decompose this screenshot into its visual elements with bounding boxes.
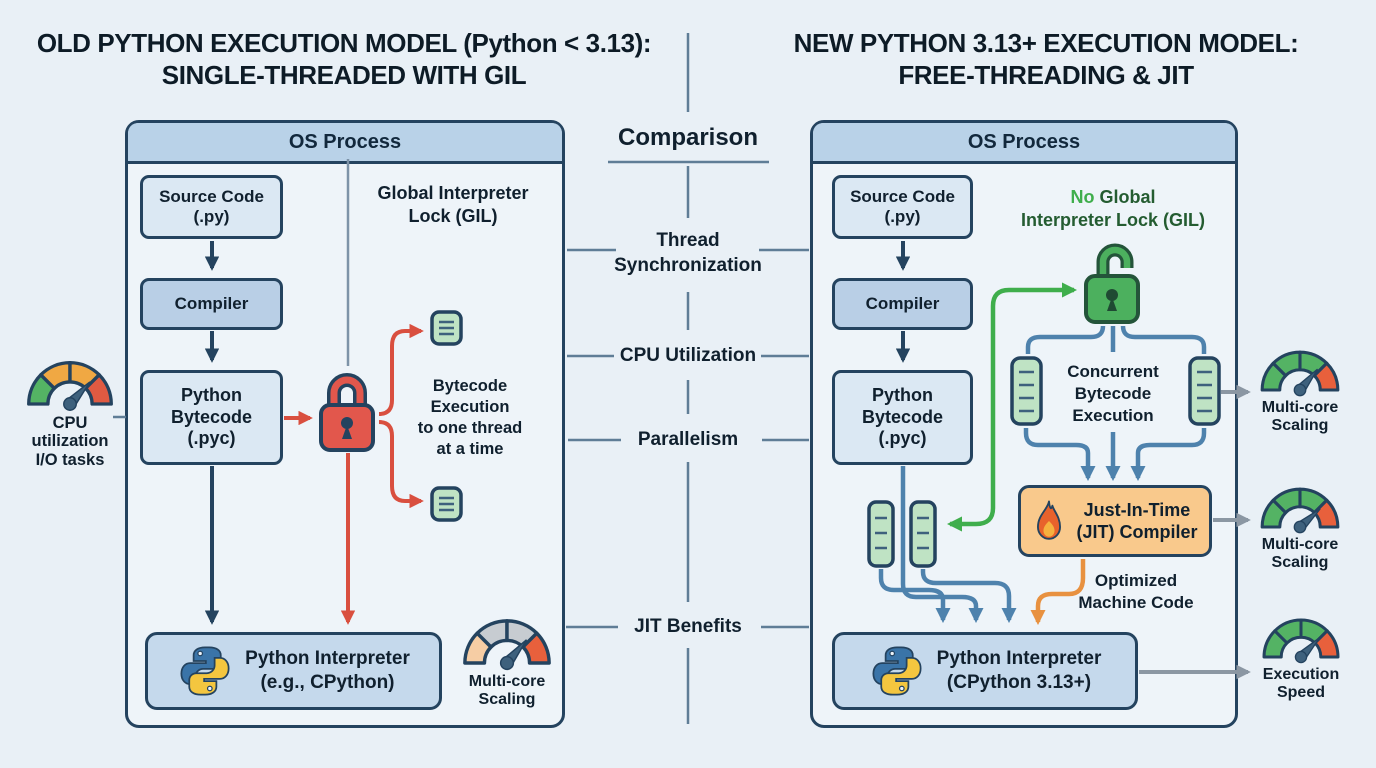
right-title: NEW PYTHON 3.13+ EXECUTION MODEL: FREE-T… xyxy=(766,28,1326,91)
gauge-dial xyxy=(1260,487,1340,534)
thread-icon xyxy=(909,500,937,568)
no-gil-line2: Interpreter Lock (GIL) xyxy=(1020,210,1206,231)
comparison-item-cpu-utilization: CPU Utilization xyxy=(619,345,757,366)
execution-speed-gauge: Execution Speed xyxy=(1258,614,1344,702)
left-python-interpreter-box: Python Interpreter (e.g., CPython) xyxy=(145,632,442,710)
thread-icon xyxy=(1010,356,1043,426)
right-python-bytecode-box: Python Bytecode (.pyc) xyxy=(832,370,973,465)
multicore-scaling-gauge-top: Multi-core Scaling xyxy=(1256,346,1344,435)
left-source-code-box: Source Code (.py) xyxy=(140,175,283,239)
left-title: OLD PYTHON EXECUTION MODEL (Python < 3.1… xyxy=(34,28,654,91)
no-gil-label: No Global Interpreter Lock (GIL) xyxy=(1000,186,1226,233)
comparison-item-jit-benefits: JIT Benefits xyxy=(634,616,742,637)
right-python-interpreter-box: Python Interpreter (CPython 3.13+) xyxy=(832,632,1138,710)
no-gil-no-word: No xyxy=(1070,187,1095,207)
jit-compiler-box: Just-In-Time (JIT) Compiler xyxy=(1018,485,1212,557)
left-interpreter-label: Python Interpreter (e.g., CPython) xyxy=(245,648,410,693)
thread-icon xyxy=(1188,356,1221,426)
gauge-dial xyxy=(463,619,551,671)
comparison-item-parallelism: Parallelism xyxy=(637,429,739,450)
comparison-item-thread-sync: Thread Synchronization xyxy=(614,230,762,276)
right-compiler-box: Compiler xyxy=(832,278,973,330)
left-title-line1: OLD PYTHON EXECUTION MODEL (Python < 3.1… xyxy=(36,28,652,58)
thread-icon xyxy=(430,486,463,522)
jit-compiler-label: Just-In-Time (JIT) Compiler xyxy=(1076,499,1198,543)
concurrent-execution-label: Concurrent Bytecode Execution xyxy=(1067,362,1159,426)
bytecode-execution-label: Bytecode Execution to one thread at a ti… xyxy=(417,377,523,459)
no-gil-rest: Global xyxy=(1094,187,1156,207)
unlocked-gil-icon xyxy=(1084,243,1140,324)
python-logo-icon xyxy=(872,646,922,696)
gauge-dial xyxy=(1260,350,1340,397)
right-title-line2: FREE-THREADING & JIT xyxy=(898,59,1194,90)
gil-label: Global Interpreter Lock (GIL) xyxy=(377,183,529,227)
right-os-process-header: OS Process xyxy=(813,123,1235,164)
right-interpreter-label: Python Interpreter (CPython 3.13+) xyxy=(936,648,1102,693)
left-os-process-header: OS Process xyxy=(128,123,562,164)
flame-icon xyxy=(1037,500,1062,540)
comparison-title: Comparison xyxy=(617,124,758,151)
python-logo-icon xyxy=(180,646,230,696)
left-python-bytecode-box: Python Bytecode (.pyc) xyxy=(140,370,283,465)
multicore-scaling-gauge-mid: Multi-core Scaling xyxy=(1256,483,1344,572)
optimized-machine-code-label: Optimized Machine Code xyxy=(1078,571,1194,613)
thread-icon xyxy=(430,310,463,346)
right-source-code-box: Source Code (.py) xyxy=(832,175,973,239)
left-multicore-scaling-gauge: Multi-core Scaling xyxy=(458,614,556,709)
right-title-line1: NEW PYTHON 3.13+ EXECUTION MODEL: xyxy=(793,28,1299,58)
cpu-utilization-gauge: CPU utilization I/O tasks xyxy=(22,356,118,469)
left-compiler-box: Compiler xyxy=(140,278,283,330)
gil-lock-icon xyxy=(319,373,375,452)
gauge-dial xyxy=(27,361,113,411)
gauge-dial xyxy=(1262,618,1340,664)
left-title-line2: SINGLE-THREADED WITH GIL xyxy=(161,59,527,90)
thread-icon xyxy=(867,500,895,568)
